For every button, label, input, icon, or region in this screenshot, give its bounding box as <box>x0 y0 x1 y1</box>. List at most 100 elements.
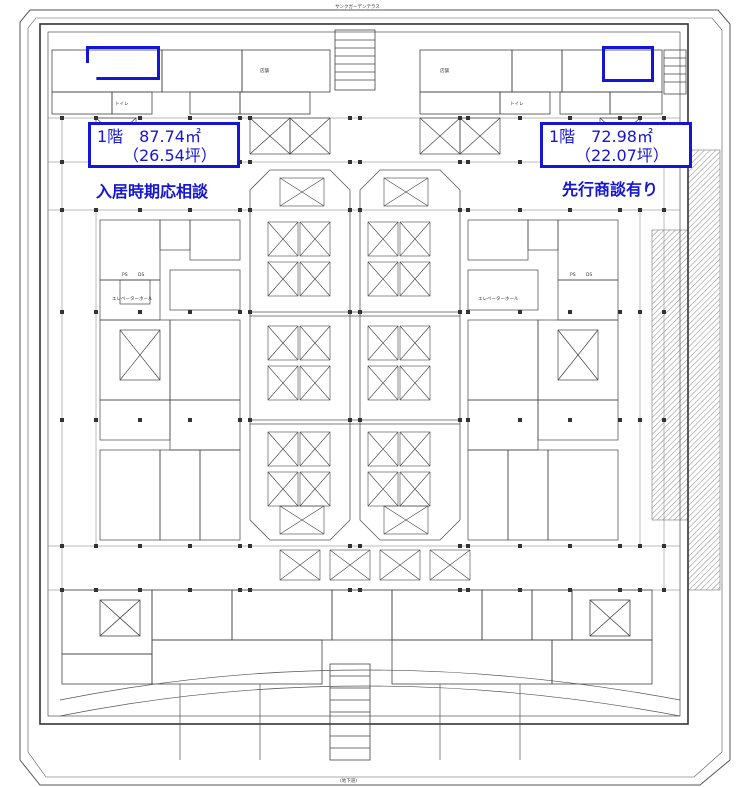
elevator-cell <box>299 325 331 361</box>
column-mark <box>238 116 242 120</box>
column-mark <box>458 208 462 212</box>
column-mark <box>188 208 192 212</box>
column-mark <box>662 418 666 422</box>
column-mark <box>518 310 522 314</box>
column-mark <box>618 418 622 422</box>
unit-area-left: 1階 87.74㎡ <box>97 127 201 146</box>
column-mark <box>188 418 192 422</box>
column-mark <box>358 160 362 164</box>
unit-highlight-right <box>602 46 654 82</box>
left-core <box>99 219 241 541</box>
unit-status-left: 入居時期応相談 <box>94 178 211 202</box>
elevator-cell <box>299 365 331 401</box>
column-mark <box>466 310 470 314</box>
elevator-cell <box>383 505 429 535</box>
elevator-cell <box>299 221 331 257</box>
column-mark <box>358 544 362 548</box>
elevator-cell <box>429 549 471 581</box>
column-mark <box>458 116 462 120</box>
column-mark <box>238 208 242 212</box>
column-mark <box>458 588 462 592</box>
column-mark <box>662 116 666 120</box>
central-atrium <box>249 169 461 541</box>
column-mark <box>248 544 252 548</box>
column-mark <box>568 208 572 212</box>
column-mark <box>568 310 572 314</box>
column-mark <box>358 208 362 212</box>
column-mark <box>238 160 242 164</box>
elevator-cell <box>299 261 331 297</box>
column-mark <box>138 588 142 592</box>
column-mark <box>138 310 142 314</box>
column-mark <box>94 116 98 120</box>
column-mark <box>248 208 252 212</box>
elevator-cell <box>267 261 299 297</box>
column-mark <box>348 160 352 164</box>
column-mark <box>466 588 470 592</box>
column-mark <box>94 310 98 314</box>
column-mark <box>568 418 572 422</box>
elevator-cell <box>267 221 299 257</box>
label-ds-right: DS <box>586 272 592 278</box>
elevator-cell <box>279 549 321 581</box>
column-mark <box>188 544 192 548</box>
column-mark <box>238 310 242 314</box>
column-mark <box>348 418 352 422</box>
column-mark <box>466 116 470 120</box>
elevator-cell <box>383 177 429 207</box>
elevator-cell <box>329 549 371 581</box>
column-mark <box>248 116 252 120</box>
label-restroom: トイレ <box>115 102 129 107</box>
column-mark <box>638 116 642 120</box>
elevator-cell <box>279 177 325 207</box>
column-mark <box>358 116 362 120</box>
label-ds: DS <box>138 272 144 278</box>
column-mark <box>358 588 362 592</box>
column-mark <box>518 418 522 422</box>
unit-tsubo-left: （26.54坪） <box>123 146 217 165</box>
right-core <box>467 219 619 541</box>
column-mark <box>518 208 522 212</box>
column-mark <box>458 544 462 548</box>
column-mark <box>662 544 666 548</box>
hatched-walkway-right <box>687 149 721 591</box>
column-mark <box>94 418 98 422</box>
column-mark <box>518 116 522 120</box>
elevator-cell <box>399 431 431 467</box>
column-mark <box>466 418 470 422</box>
column-mark <box>188 116 192 120</box>
column-mark <box>618 544 622 548</box>
column-mark <box>60 418 64 422</box>
column-mark <box>60 310 64 314</box>
hatched-walkway-right-inner <box>651 229 689 521</box>
column-mark <box>138 544 142 548</box>
column-mark <box>348 544 352 548</box>
elevator-cell <box>267 325 299 361</box>
column-mark <box>138 116 142 120</box>
column-mark <box>638 310 642 314</box>
column-mark <box>618 116 622 120</box>
label-elevator-right: エレベーターホール <box>478 295 519 302</box>
column-mark <box>60 544 64 548</box>
label-shop-top-right: 店舗 <box>440 67 449 74</box>
column-mark <box>238 588 242 592</box>
elevator-cell <box>399 325 431 361</box>
column-mark <box>358 418 362 422</box>
column-mark <box>60 160 64 164</box>
elevator-cell <box>367 471 399 507</box>
column-mark <box>618 588 622 592</box>
elevator-cell <box>267 431 299 467</box>
column-mark <box>248 418 252 422</box>
label-elevator-left: エレベーターホール <box>112 295 153 302</box>
column-mark <box>138 418 142 422</box>
lower-plaza <box>59 669 681 760</box>
column-mark <box>458 160 462 164</box>
label-restroom-right: トイレ <box>510 102 524 107</box>
unit-callout-right: 1階 72.98㎡ （22.07坪） <box>540 122 692 168</box>
elevator-cell <box>399 221 431 257</box>
top-shops <box>51 29 687 115</box>
unit-status-right: 先行商談有り <box>560 176 661 200</box>
elevator-cell <box>379 549 421 581</box>
column-mark <box>94 208 98 212</box>
column-mark <box>466 208 470 212</box>
